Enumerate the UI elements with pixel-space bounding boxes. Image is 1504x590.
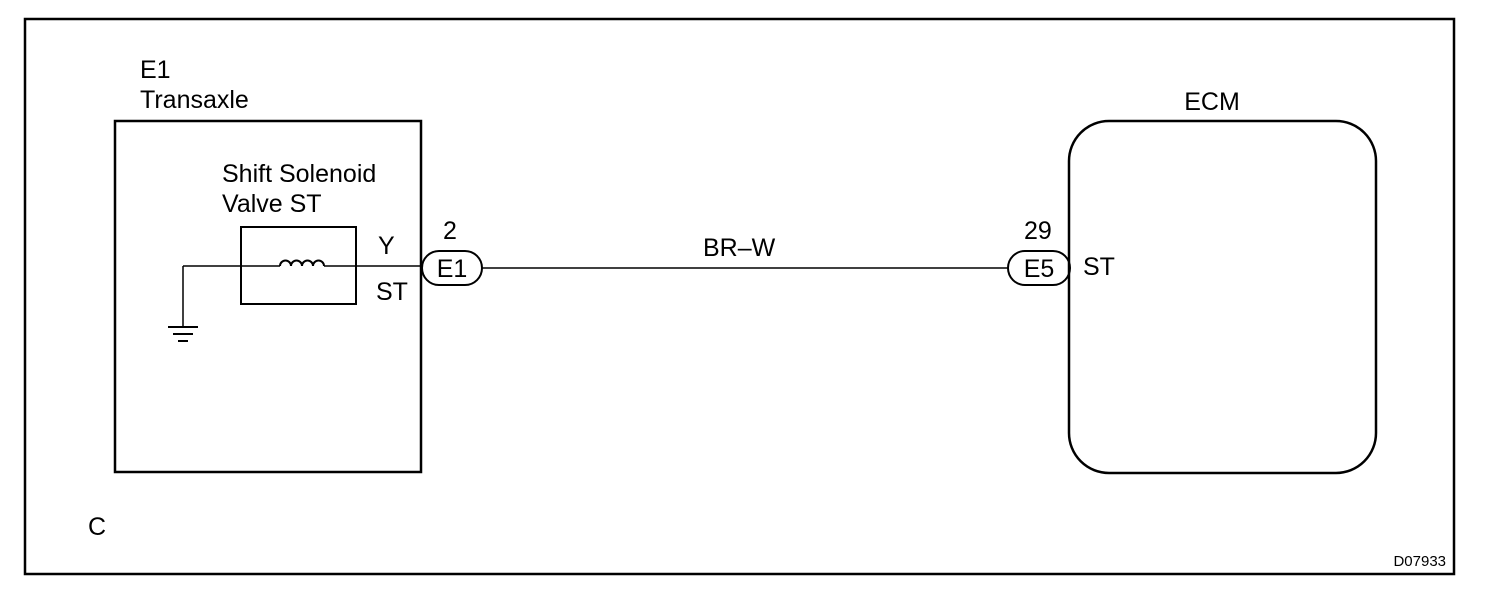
transaxle-code: E1: [140, 56, 171, 84]
connector-e5-pin: 29: [1024, 217, 1052, 245]
ecm-terminal-st: ST: [1083, 253, 1115, 281]
wire-color-label-y: Y: [378, 232, 395, 260]
ecm-name: ECM: [1184, 88, 1240, 116]
harness-wire-color: BR–W: [703, 234, 776, 262]
solenoid-label-line1: Shift Solenoid: [222, 160, 376, 188]
solenoid-coil-icon: [279, 259, 325, 267]
connector-e1-pin: 2: [443, 217, 457, 245]
transaxle-terminal-st: ST: [376, 278, 408, 306]
transaxle-name: Transaxle: [140, 86, 249, 114]
ecm-box: [1067, 119, 1378, 475]
diagram-frame: [23, 17, 1456, 576]
connector-e5-code: E5: [1024, 255, 1055, 283]
figure-id: D07933: [1393, 553, 1446, 570]
corner-letter: C: [88, 513, 106, 541]
transaxle-box: [113, 119, 423, 474]
solenoid-label-line2: Valve ST: [222, 190, 322, 218]
connector-e1-code: E1: [437, 255, 468, 283]
ground-icon: [168, 326, 198, 342]
